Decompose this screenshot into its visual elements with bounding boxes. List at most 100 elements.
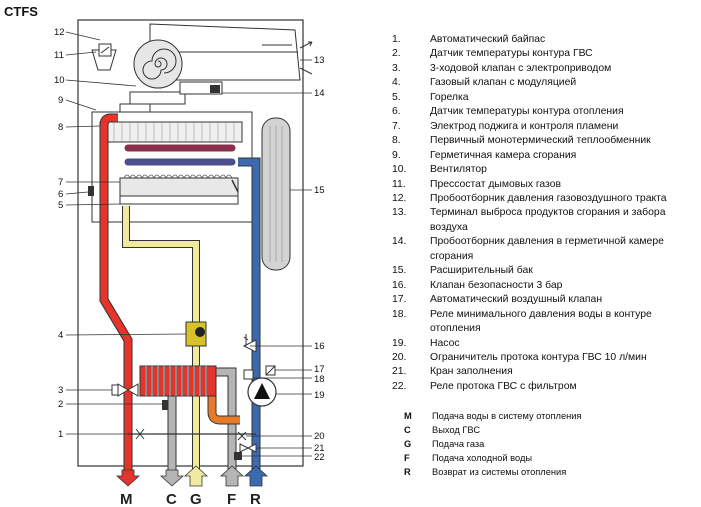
legend-item-number: 10. (392, 164, 407, 176)
legend-item-number: 9. (392, 149, 401, 161)
callout-19: 19 (314, 390, 325, 401)
port-f-label: F (227, 491, 236, 507)
heating-temp-sensor (88, 186, 94, 196)
legend-item-label: Автоматический воздушный клапан (430, 294, 603, 306)
legend-item-number: 17. (392, 294, 407, 306)
legend-item-label: Горелка (430, 91, 469, 103)
port-g-label: G (190, 491, 202, 507)
legend-item: 6. Датчик температуры контура отопления (392, 105, 697, 119)
legend-item-number: 6. (392, 106, 401, 118)
connection-label: Возврат из системы отопления (432, 467, 567, 477)
legend-item-label: Прессостат дымовых газов (430, 178, 562, 190)
callout-1: 1 (58, 429, 63, 440)
legend-item-number: 14. (392, 236, 407, 248)
legend-item-number: 5. (392, 91, 401, 103)
legend-item-label: Клапан безопасности 3 бар (430, 279, 563, 291)
callout-leaders (65, 31, 312, 457)
legend-item-label: Пробоотборник давления газовоздушного тр… (430, 192, 667, 204)
legend-item-label: Терминал выброса продуктов сгорания и за… (430, 207, 666, 233)
legend-item-number: 11. (392, 178, 406, 190)
model-title: CTFS (4, 4, 38, 19)
callout-22: 22 (314, 452, 325, 463)
pressostat-switch-icon (100, 46, 110, 54)
legend-item-label: Газовый клапан с модуляцией (430, 77, 577, 89)
legend-item-number: 8. (392, 135, 401, 147)
heating-return-line (238, 158, 260, 470)
callout-2: 2 (58, 399, 63, 410)
legend-item-label: Датчик температуры контура отопления (430, 106, 624, 118)
safety-valve-spring-icon (243, 334, 249, 346)
burner-flames (123, 174, 233, 179)
legend-item: 10. Вентилятор (392, 163, 697, 177)
legend-item-label: Датчик температуры контура ГВС (430, 48, 593, 60)
air-arrow-in (299, 67, 313, 75)
legend-item-number: 4. (392, 77, 401, 89)
legend-item: 22.Реле протока ГВС с фильтром (392, 380, 697, 394)
legend-item-label: Кран заполнения (430, 366, 513, 378)
legend-item-label: Пробоотборник давления в герметичной кам… (430, 236, 664, 262)
callout-14: 14 (314, 88, 325, 99)
callout-9: 9 (58, 95, 63, 106)
port-m-arrow (115, 469, 141, 487)
fan-hood (119, 103, 151, 113)
callout-20: 20 (314, 431, 325, 442)
connection-label: Подача холодной воды (432, 453, 533, 463)
port-f-arrow (219, 465, 245, 487)
legend-item-label: Вентилятор (430, 164, 487, 176)
legend-item-number: 13. (392, 207, 407, 219)
air-vent-icon (265, 365, 276, 376)
legend-item-number: 20. (392, 351, 407, 363)
min-pressure-switch (243, 369, 254, 380)
connection-key: C (404, 425, 411, 435)
connection-key: M (404, 411, 412, 421)
legend-item: 12.Пробоотборник давления газовоздушного… (392, 192, 697, 206)
callout-10: 10 (54, 75, 65, 86)
callout-15: 15 (314, 185, 325, 196)
legend-item-number: 3. (392, 62, 401, 74)
legend-item: 20. Ограничитель протока контура ГВС 10 л… (392, 351, 697, 365)
callout-8: 8 (58, 122, 63, 133)
gas-line (123, 206, 199, 478)
legend-item-number: 1. (392, 34, 401, 45)
bypass-valve (135, 428, 145, 440)
callout-21: 21 (314, 443, 325, 454)
port-m-label: M (120, 491, 133, 507)
legend-item-label: Насос (430, 337, 460, 349)
legend-item-label: 3-ходовой клапан с электроприводом (430, 62, 612, 74)
legend-item: 18.Реле минимального давления воды в кон… (392, 308, 697, 337)
pump-icon (254, 383, 270, 399)
callout-7: 7 (58, 177, 63, 188)
legend-item-number: 7. (392, 120, 401, 132)
legend-item: 3. 3-ходовой клапан с электроприводом (392, 62, 697, 76)
legend-item: 8.Первичный монотермический теплообменни… (392, 134, 697, 148)
connection-key: G (404, 439, 412, 449)
callout-6: 6 (58, 189, 63, 200)
callout-4: 4 (58, 330, 63, 341)
gas-valve-coil (195, 327, 205, 337)
fan-housing (133, 39, 183, 89)
expansion-tank-shading (269, 126, 283, 262)
legend-item: 21.Кран заполнения (392, 365, 697, 379)
connection-item: F Подача холодной воды (404, 451, 581, 465)
primary-heat-exchanger (99, 121, 243, 143)
legend-item: 5. Горелка (392, 91, 697, 105)
pressure-sampler-port (210, 85, 220, 93)
connection-key: F (404, 453, 410, 463)
fan-outlet (129, 91, 186, 105)
legend-item: 2.Датчик температуры контура ГВС (392, 47, 697, 61)
dhw-exchanger-plates (145, 366, 207, 396)
heating-supply-line (100, 136, 132, 470)
boiler-casing (77, 19, 304, 467)
port-c-label: C (166, 491, 177, 507)
connection-label: Подача газа (432, 439, 485, 449)
port-c-arrow (159, 469, 185, 487)
flow-limiter (237, 431, 247, 441)
callout-11: 11 (54, 50, 64, 61)
legend-item-label: Ограничитель протока контура ГВС 10 л/ми… (430, 351, 647, 363)
legend-item: 9.Герметичная камера сгорания (392, 149, 697, 163)
legend-item-label: Автоматический байпас (430, 34, 546, 45)
fan-icon (142, 48, 177, 80)
dhw-exchanger-link (208, 392, 240, 424)
legend-item: 16.Клапан безопасности 3 бар (392, 279, 697, 293)
burner-manifold (119, 195, 239, 205)
